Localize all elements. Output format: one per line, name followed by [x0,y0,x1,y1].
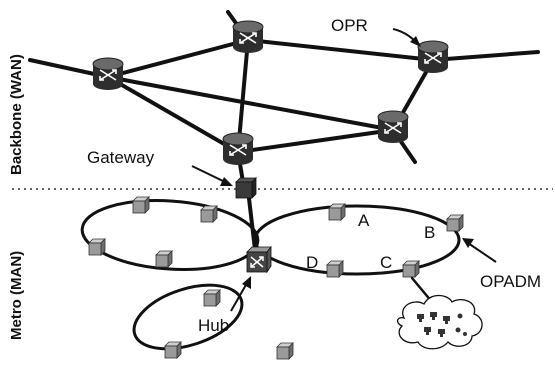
ring-bottom [132,283,244,351]
opr-label: OPR [331,16,368,35]
node-label-a: A [358,211,370,230]
adm-node-icon [446,214,464,232]
adm-node-icon [328,203,346,221]
router-icon-gateway-side [222,132,254,166]
adm-node-icon [88,238,106,256]
adm-node-icon [155,250,173,268]
node-label-b: B [424,223,435,242]
adm-node-icon [164,341,182,359]
hub-icon [246,245,272,274]
hub-label: Hub [198,316,229,335]
adm-node-icon [132,196,150,214]
arrow-hub [230,276,251,312]
adm-node-icon [402,260,420,278]
ring-top-left [80,199,260,271]
arrow-gateway [191,165,233,186]
opadm-label: OPADM [480,272,541,291]
adm-node-icon [200,205,218,223]
lan-cloud-icon [396,294,483,350]
adm-node-icon [326,260,344,278]
router-icon-mid-right [377,110,409,144]
backbone-label: Backbone (WAN) [8,54,25,175]
arrow-opadm [462,238,497,263]
adm-node-icon [203,289,221,307]
gateway-switch-icon [235,177,257,199]
node-label-c: C [380,253,392,272]
router-icon-left [92,57,124,91]
adm-node-icon [276,342,294,360]
metro-label: Metro (MAN) [8,251,25,340]
ring-right [253,204,461,276]
node-label-d: D [306,253,318,272]
router-icon-right [417,40,449,74]
arrow-opr [392,28,421,47]
metro-rings [80,199,461,351]
gateway-label: Gateway [87,148,155,167]
router-icon-top [232,20,264,54]
arrows [191,28,497,312]
